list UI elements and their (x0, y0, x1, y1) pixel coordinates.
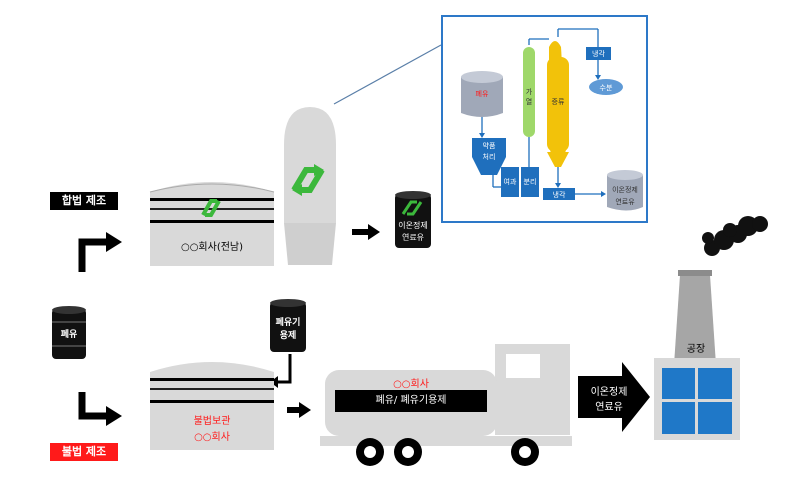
inset-cool-top-label: 냉각 (592, 50, 605, 58)
waste-oil-barrel-label: 폐유 (60, 330, 78, 340)
inset-flow-lines (461, 28, 643, 211)
inset-separate-label: 분리 (523, 178, 537, 186)
inset-distill-label: 증류 (551, 98, 565, 106)
inset-chem-treat-label-2: 처리 (482, 153, 496, 161)
inset-heat-label: 가열 (525, 88, 533, 106)
column-to-barrel-arrow (352, 224, 380, 240)
legal-manufacturing-label: 합법 제조 (50, 192, 118, 210)
arrow-label-2: 연료유 (595, 402, 623, 413)
fuel-barrel-label-1: 이온정제 (398, 221, 428, 230)
factory-label: 공장 (686, 344, 706, 355)
inset-cool-bottom-label: 냉각 (552, 191, 566, 199)
fuel-oil-barrel-icon (395, 191, 431, 248)
inset-product-label-2: 연료유 (615, 198, 635, 206)
tanker-truck (320, 344, 572, 466)
solvent-barrel-label-1: 폐유기 (275, 318, 301, 328)
recycle-icon-column (291, 164, 325, 196)
arrow-label-1: 이온정제 (590, 387, 628, 398)
inset-chem-treat-label-1: 약품 (482, 142, 496, 150)
illegal-tank-label-1: 불법보관 (193, 416, 231, 427)
truck-company-label: ○○회사 (393, 379, 429, 390)
legal-route-arrow (78, 232, 122, 272)
factory-building (654, 216, 768, 440)
distillation-column (284, 107, 336, 265)
illegal-manufacturing-label: 불법 제조 (50, 443, 118, 461)
fuel-barrel-label-2: 연료유 (401, 233, 425, 242)
waste-solvent-barrel-icon (270, 299, 306, 352)
illegal-route-arrow (78, 392, 122, 426)
illegal-tank-label-2: ○○회사 (194, 432, 230, 443)
inset-filter-label: 여과 (503, 178, 517, 186)
recycle-icon-tank (201, 199, 221, 217)
inset-product-label-1: 이온정제 (612, 186, 638, 194)
inset-recover-label: 수분 (599, 84, 613, 92)
inset-waste-oil-label: 폐유 (475, 90, 489, 98)
upper-tank-company-label: ○○회사(전남) (180, 242, 244, 253)
solvent-barrel-label-2: 용제 (279, 331, 297, 341)
waste-oil-barrel-icon (52, 306, 86, 359)
illegal-storage-tank (150, 362, 274, 450)
tank-to-truck-arrow (287, 402, 311, 418)
fuel-supply-arrow (578, 362, 650, 432)
process-detail-inset: 폐유 약품 처리 여과 분리 가열 증류 냉각 수분 냉각 이온정제 연료유 (441, 15, 648, 223)
truck-cargo-label: 폐유/ 폐유기용제 (335, 390, 487, 412)
